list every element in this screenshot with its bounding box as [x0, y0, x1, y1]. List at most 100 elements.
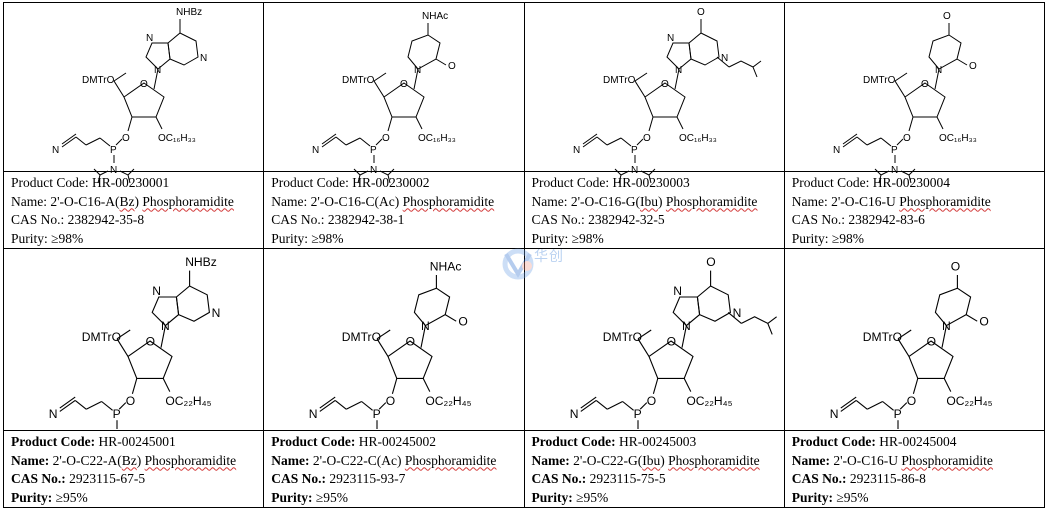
svg-text:O: O	[706, 255, 715, 269]
product-code-line: Product Code: HR-00230003	[531, 175, 690, 190]
cas-number: 2382942-38-1	[327, 212, 405, 227]
svg-text:N: N	[200, 53, 207, 64]
svg-text:OC₁₆H₃₃: OC₁₆H₃₃	[679, 133, 717, 144]
product-code: HR-00230002	[352, 175, 430, 190]
watermark: 华创	[498, 240, 568, 300]
svg-text:DMTrO: DMTrO	[863, 330, 902, 344]
watermark-logo-icon	[502, 248, 534, 280]
purity-line: Purity: ≥95%	[11, 489, 88, 505]
structure-cell: ODMTrOOC₂₂H₄₅OPNNNNNO	[523, 248, 785, 431]
structure-cell: ODMTrOOC₂₂H₄₅OPNNONNHAc	[263, 248, 525, 431]
product-name-word: Phosphoramidite	[665, 193, 758, 209]
purity-value: ≥98%	[311, 230, 344, 246]
svg-text:O: O	[646, 394, 655, 408]
watermark-text: 华创	[534, 249, 564, 265]
product-code-line: Product Code: HR-00245002	[271, 434, 436, 449]
svg-text:P: P	[633, 407, 641, 421]
svg-text:N: N	[667, 33, 674, 44]
svg-text:N: N	[161, 319, 170, 333]
svg-text:N: N	[631, 165, 638, 176]
svg-text:O: O	[903, 133, 911, 144]
cas-line: CAS No.: 2923115-86-8	[791, 471, 926, 486]
svg-text:NHBz: NHBz	[176, 7, 202, 18]
svg-text:O: O	[386, 394, 395, 408]
svg-text:DMTrO: DMTrO	[82, 330, 121, 344]
svg-text:DMTrO: DMTrO	[342, 75, 375, 86]
cas-number: 2382942-83-6	[848, 212, 925, 227]
svg-text:O: O	[951, 260, 960, 274]
svg-text:DMTrO: DMTrO	[602, 330, 641, 344]
svg-text:N: N	[682, 319, 691, 333]
svg-text:O: O	[907, 394, 916, 408]
svg-text:O: O	[146, 334, 155, 348]
purity-value: ≥95%	[836, 489, 869, 505]
name-line: Name: 2'-O-C22-G(Ibu) Phosphoramidite	[531, 452, 760, 468]
purity-line: Purity: ≥95%	[791, 489, 869, 505]
name-line: Name: 2'-O-C22-C(Ac) Phosphoramidite	[271, 452, 497, 468]
product-code: HR-00245004	[879, 434, 957, 449]
svg-text:N: N	[573, 145, 580, 156]
cas-number: 2923115-86-8	[849, 471, 926, 486]
cas-line: CAS No.: 2923115-93-7	[271, 471, 406, 486]
svg-text:NHAc: NHAc	[430, 260, 462, 274]
svg-text:P: P	[893, 407, 901, 421]
info-row-2: Product Code: HR-00245001 Name: 2'-O-C22…	[2, 430, 1046, 508]
svg-text:DMTrO: DMTrO	[603, 75, 636, 86]
info-cell: Product Code: HR-00245003 Name: 2'-O-C22…	[523, 430, 785, 508]
product-name-word: Phosphoramidite	[144, 452, 237, 468]
svg-text:N: N	[421, 319, 430, 333]
svg-text:O: O	[448, 61, 456, 72]
svg-text:OC₁₆H₃₃: OC₁₆H₃₃	[418, 133, 456, 144]
product-name-word: Phosphoramidite	[404, 452, 497, 468]
info-cell: Product Code: HR-00230002 Name: 2'-O-C16…	[263, 171, 525, 249]
product-name-word: Phosphoramidite	[668, 452, 760, 468]
svg-text:DMTrO: DMTrO	[863, 75, 896, 86]
product-code-line: Product Code: HR-00230002	[271, 175, 430, 190]
svg-text:N: N	[146, 33, 153, 44]
info-cell: Product Code: HR-00245002 Name: 2'-O-C22…	[263, 430, 525, 508]
svg-text:N: N	[891, 165, 898, 176]
name-line: Name: 2'-O-C22-A(Bz) Phosphoramidite	[11, 452, 237, 468]
cas-line: CAS No.: 2382942-83-6	[791, 212, 925, 227]
product-name-word: Phosphoramidite	[402, 193, 495, 209]
product-name-word: Phosphoramidite	[142, 193, 234, 209]
svg-text:P: P	[373, 407, 381, 421]
svg-text:N: N	[935, 65, 942, 76]
product-code-line: Product Code: HR-00245001	[11, 434, 176, 449]
structure-row-2: ODMTrOOC₂₂H₄₅OPNNNNNNHBz ODMTrOOC₂₂H₄₅OP…	[2, 248, 1046, 431]
svg-text:O: O	[382, 133, 390, 144]
cas-number: 2923115-75-5	[589, 471, 666, 486]
cas-number: 2923115-93-7	[329, 471, 406, 486]
product-code: HR-00245001	[98, 434, 176, 449]
svg-text:N: N	[830, 407, 839, 421]
svg-text:DMTrO: DMTrO	[82, 75, 115, 86]
svg-text:P: P	[110, 145, 117, 156]
svg-text:N: N	[414, 65, 421, 76]
svg-text:P: P	[370, 145, 377, 156]
purity-line: Purity: ≥95%	[531, 489, 609, 505]
purity-value: ≥98%	[571, 230, 604, 246]
svg-text:OC₁₆H₃₃: OC₁₆H₃₃	[939, 133, 977, 144]
product-code-line: Product Code: HR-00230001	[11, 175, 170, 190]
cas-number: 2382942-35-8	[67, 212, 145, 227]
product-name-word: Phosphoramidite	[899, 193, 991, 209]
svg-text:N: N	[370, 165, 377, 176]
purity-value: ≥95%	[55, 489, 88, 505]
info-row-1: Product Code: HR-00230001 Name: 2'-O-C16…	[2, 171, 1046, 249]
svg-text:N: N	[732, 306, 741, 320]
product-code: HR-00230004	[872, 175, 950, 190]
svg-text:O: O	[400, 79, 408, 90]
info-cell: Product Code: HR-00230001 Name: 2'-O-C16…	[2, 171, 265, 249]
svg-text:OC₂₂H₄₅: OC₂₂H₄₅	[426, 394, 472, 408]
svg-text:O: O	[969, 61, 977, 72]
svg-text:O: O	[122, 133, 130, 144]
svg-text:DMTrO: DMTrO	[342, 330, 381, 344]
